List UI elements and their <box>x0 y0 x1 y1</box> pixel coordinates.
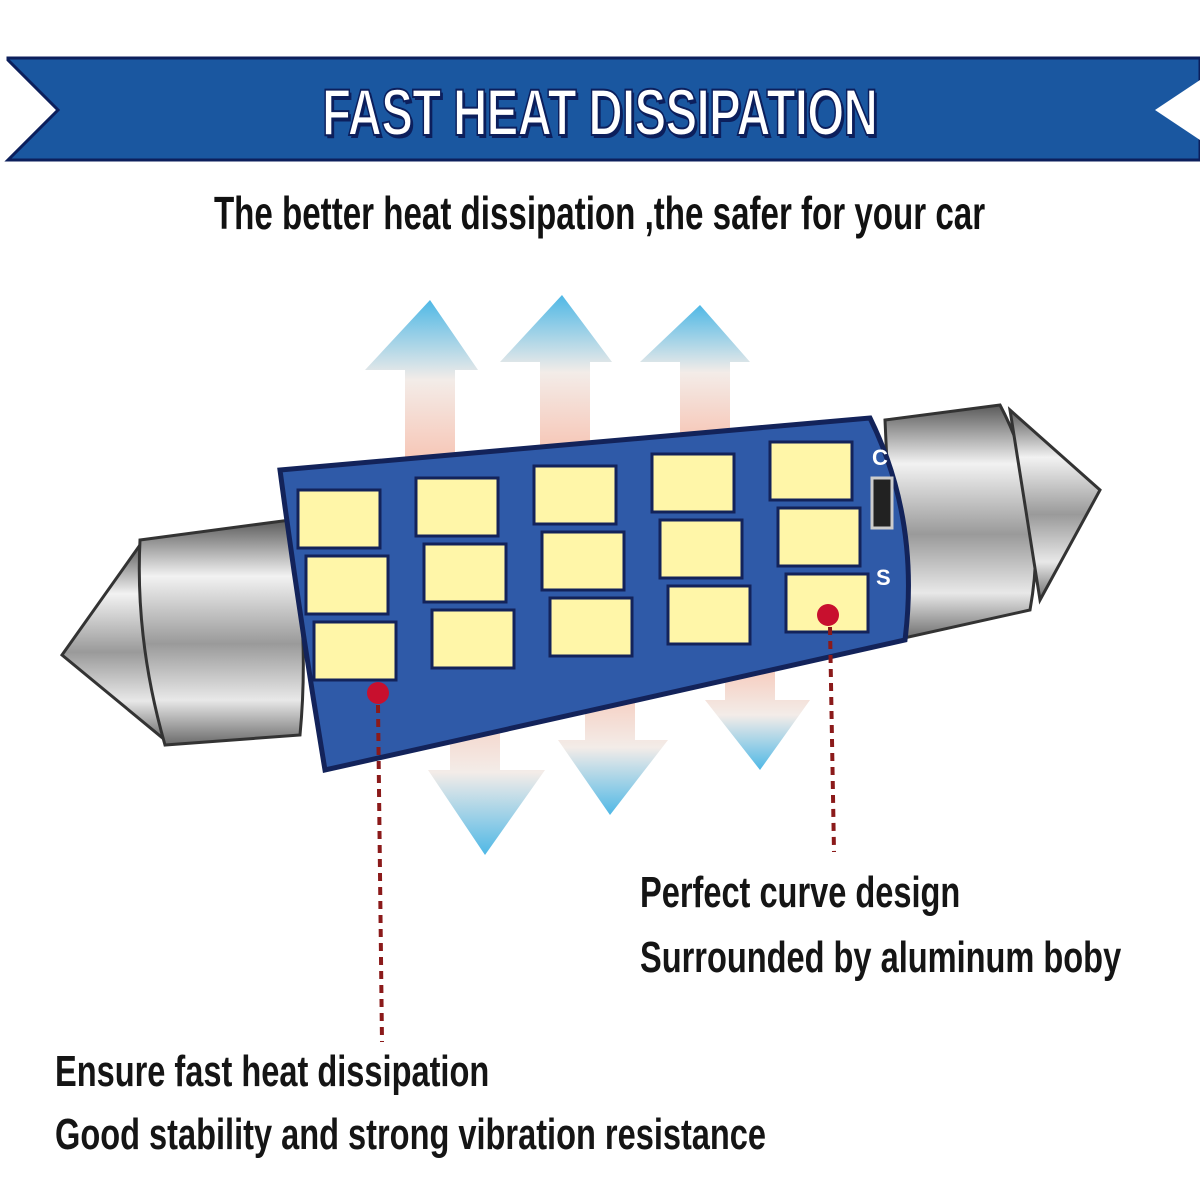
heat-arrows-up <box>365 295 750 460</box>
led-chip <box>540 530 626 592</box>
page-title: FAST HEAT DISSIPATION <box>0 74 1200 150</box>
pcb-marking: S <box>876 565 891 590</box>
subtitle-text: The better heat dissipation ,the safer f… <box>214 187 986 239</box>
callout-right-marker <box>817 604 839 853</box>
title-banner <box>4 56 1200 162</box>
right-end-cap <box>883 403 1102 642</box>
led-chip <box>768 440 854 502</box>
callout-right-line1: Perfect curve design <box>640 868 961 917</box>
led-chip <box>548 596 634 658</box>
arrow-up-icon <box>365 300 478 460</box>
callout-left-line1: Ensure fast heat dissipation <box>55 1047 490 1096</box>
left-end-cap <box>59 518 305 747</box>
arrow-up-icon <box>500 295 612 450</box>
arrow-up-icon <box>640 305 750 440</box>
pcb-marking: C <box>872 445 888 470</box>
subtitle: The better heat dissipation ,the safer f… <box>0 186 1200 240</box>
led-chip <box>414 476 500 538</box>
led-chip <box>304 554 390 616</box>
led-chip <box>430 608 516 670</box>
callout-right-line2: Surrounded by aluminum boby <box>640 933 1122 982</box>
title-text: FAST HEAT DISSIPATION <box>322 74 879 150</box>
pcb-resistor <box>870 476 894 530</box>
led-chip <box>532 464 618 526</box>
callout-left-marker <box>367 682 389 1043</box>
led-chip <box>296 488 382 550</box>
led-chip <box>776 506 862 568</box>
banner-notch-right <box>1155 80 1200 140</box>
arrow-down-icon <box>705 660 810 770</box>
led-chip <box>658 518 744 580</box>
led-grid <box>296 440 870 682</box>
led-chip <box>312 620 398 682</box>
led-chip <box>650 452 736 514</box>
led-chip <box>666 584 752 646</box>
led-chip <box>422 542 508 604</box>
callout-left-line2: Good stability and strong vibration resi… <box>55 1110 767 1159</box>
